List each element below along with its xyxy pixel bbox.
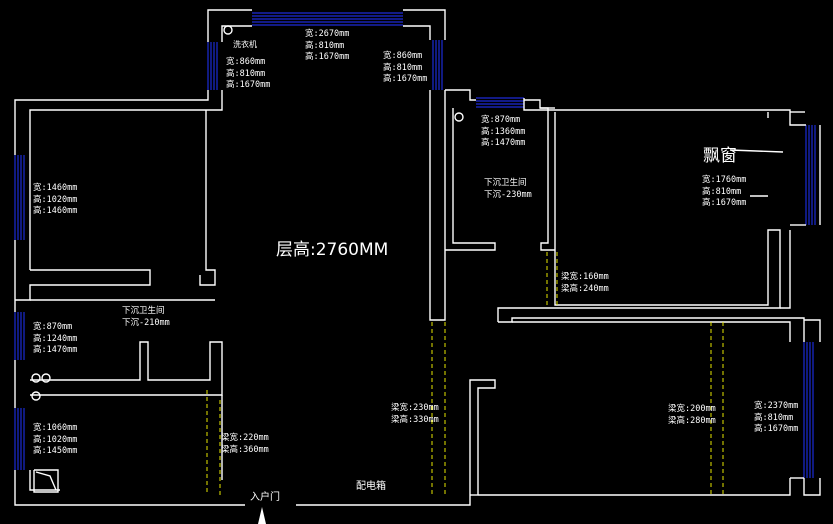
legend-washer: 洗衣机: [233, 40, 257, 49]
bath-line-0: 宽:870mm: [481, 115, 521, 125]
left-lower-line-1: 高:1020mm: [33, 434, 78, 445]
beam-220-line-0: 梁宽:220mm: [221, 433, 269, 443]
top-left-line-2: 高:1670mm: [226, 80, 271, 90]
top-line-1: 高:810mm: [305, 40, 345, 51]
beam-160-line-1: 梁高:240mm: [561, 283, 609, 294]
pipe-icon: [31, 373, 41, 383]
bath-floor-line-0: 下沉卫生间: [484, 178, 527, 188]
window-top-left: [207, 42, 218, 90]
top-left-line-0: 宽:860mm: [226, 57, 266, 67]
beam-160-line-0: 梁宽:160mm: [561, 272, 609, 282]
top-line-2: 高:1670mm: [305, 52, 350, 62]
window-bay: [805, 125, 816, 225]
top-right-line-0: 宽:860mm: [383, 51, 423, 61]
right-lower-line-1: 高:810mm: [754, 412, 794, 423]
left-lower-line-0: 宽:1060mm: [33, 423, 78, 433]
window-right-lower: [803, 342, 814, 478]
bath-line-2: 高:1470mm: [481, 138, 526, 148]
bath-line-1: 高:1360mm: [481, 126, 526, 137]
beam-200-line-0: 梁宽:200mm: [668, 404, 716, 414]
left-floor-note: 下沉卫生间下沉-210mm: [122, 306, 170, 329]
beam-220-line-1: 梁高:360mm: [221, 444, 269, 455]
pipe-icon-2: [41, 373, 51, 383]
walls: [14, 9, 821, 506]
pipe-bath-icon: [454, 112, 464, 122]
top-right-line-1: 高:810mm: [383, 62, 423, 73]
fixtures: [31, 25, 784, 524]
left-floor-line-0: 下沉卫生间: [122, 306, 165, 316]
window-left-upper: [14, 155, 25, 240]
bath-floor-note: 下沉卫生间下沉-230mm: [484, 178, 532, 201]
window-bath: [476, 97, 524, 108]
bay-line-2: 高:1670mm: [702, 198, 747, 208]
left-upper-line-2: 高:1460mm: [33, 206, 78, 216]
window-left-middle: [14, 312, 25, 360]
bath-floor-line-1: 下沉-230mm: [484, 189, 532, 200]
left-lower-line-2: 高:1450mm: [33, 446, 78, 456]
left-upper-line-1: 高:1020mm: [33, 194, 78, 205]
pipe-icon-3: [31, 391, 41, 401]
bay-line-0: 宽:1760mm: [702, 175, 747, 185]
left-middle-line-0: 宽:870mm: [33, 322, 73, 332]
bay-window-label: 飘窗: [703, 146, 737, 166]
entrance-arrow-icon: [258, 507, 266, 524]
beam-230-line-1: 梁高:330mm: [391, 414, 439, 425]
top-left-line-1: 高:810mm: [226, 68, 266, 79]
electric-box-label: 配电箱: [356, 481, 386, 492]
bay-line-1: 高:810mm: [702, 186, 742, 197]
window-left-lower: [14, 408, 25, 470]
top-line-0: 宽:2670mm: [305, 29, 350, 39]
window-top: [252, 12, 403, 26]
entrance-label: 入户门: [250, 492, 280, 503]
top-right-line-2: 高:1670mm: [383, 74, 428, 84]
beam-200-line-1: 梁高:280mm: [668, 415, 716, 426]
beams: [206, 252, 724, 495]
window-top-right: [432, 40, 443, 90]
bay-leader: [729, 149, 784, 153]
pipe-top-icon: [223, 25, 233, 35]
windows: [14, 12, 816, 478]
floor-height: 层高:2760MM: [276, 240, 389, 260]
left-middle-line-2: 高:1470mm: [33, 345, 78, 355]
left-middle-line-1: 高:1240mm: [33, 333, 78, 344]
washer-diagonal: [35, 471, 57, 491]
left-upper-line-0: 宽:1460mm: [33, 183, 78, 193]
left-floor-line-1: 下沉-210mm: [122, 317, 170, 328]
washer-box: [33, 469, 59, 493]
right-lower-line-2: 高:1670mm: [754, 424, 799, 434]
beam-230-line-0: 梁宽:230mm: [391, 403, 439, 413]
right-lower-line-0: 宽:2370mm: [754, 401, 799, 411]
